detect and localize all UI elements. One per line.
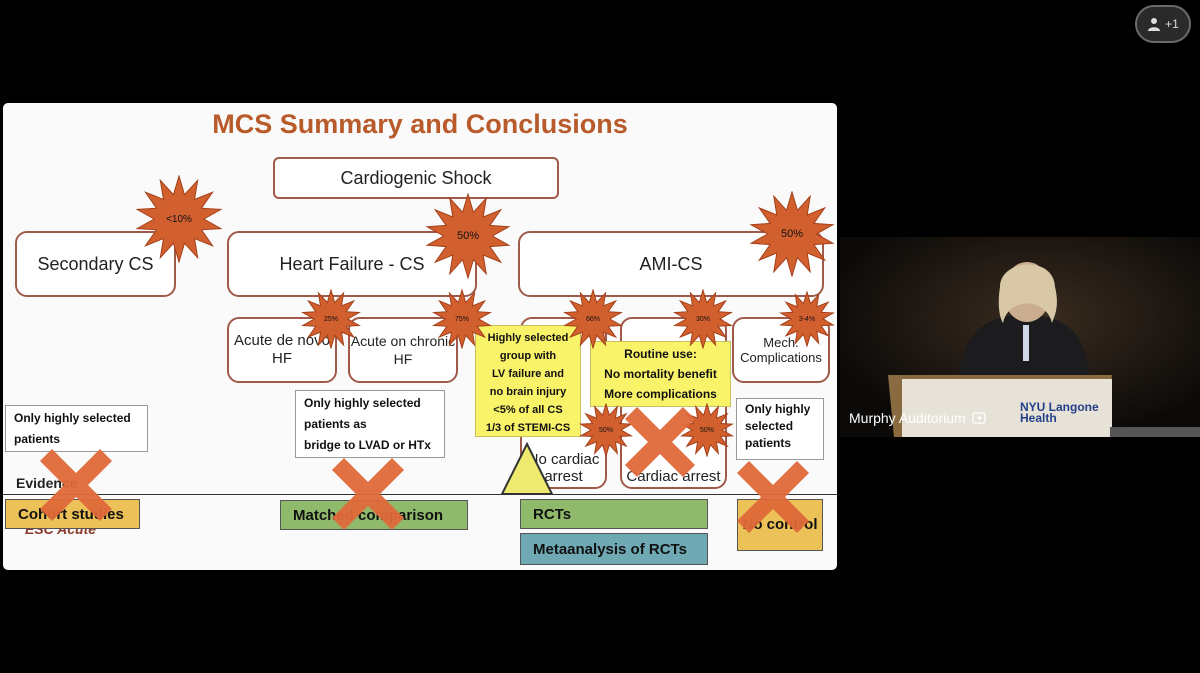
badge-text: 50% — [598, 426, 613, 434]
ami-sub-label: Mech. Complications — [740, 335, 822, 365]
evidence-rcts: RCTs — [520, 499, 708, 529]
warning-triangle-icon — [500, 441, 554, 495]
note-line: Only highly selected — [304, 396, 421, 410]
note-ami-selected: Highly selected group with LV failure an… — [475, 325, 581, 437]
category-heart-failure: Heart Failure - CS — [227, 231, 477, 297]
root-label: Cardiogenic Shock — [340, 167, 492, 188]
note-secondary: Only highly selected patients — [5, 405, 148, 452]
video-label: Murphy Auditorium — [849, 410, 986, 426]
ami-sub-label: No cardiac arrest — [527, 451, 600, 485]
note-line: patients — [14, 432, 61, 446]
participants-button[interactable]: +1 — [1135, 5, 1191, 43]
badge-text: 3-4% — [798, 315, 816, 323]
starburst-badge: 75% — [432, 289, 492, 349]
note-line: Highly selected — [487, 332, 569, 344]
hf-sub-acute-on-chronic: Acute on chronic HF — [348, 317, 458, 383]
badge-text: 30% — [695, 315, 710, 323]
starburst-icon — [749, 191, 835, 277]
note-line: no brain injury — [489, 386, 567, 398]
note-line: Only highly — [745, 402, 811, 416]
starburst-badge: 50% — [680, 403, 734, 457]
note-line: Routine use: — [624, 347, 697, 361]
note-line: 1/3 of STEMI-CS — [485, 422, 571, 434]
note-routine-use: Routine use: No mortality benefit More c… — [590, 341, 731, 407]
note-line: patients — [745, 436, 792, 450]
hf-sub-label: Acute on chronic HF — [350, 333, 456, 367]
starburst-icon — [135, 175, 223, 263]
evidence-no-control: No control — [737, 499, 823, 551]
badge-text: 75% — [454, 315, 469, 323]
note-hf: Only highly selected patients as bridge … — [295, 390, 445, 458]
person-icon — [1148, 18, 1161, 31]
category-label: Secondary CS — [37, 253, 154, 274]
slide-title: MCS Summary and Conclusions — [212, 109, 628, 139]
starburst-icon — [425, 193, 511, 279]
note-mech: Only highly selected patients — [736, 398, 824, 460]
baseline-rule — [3, 494, 837, 495]
evidence-bar-label: Cohort studies — [18, 505, 124, 523]
note-line: No mortality benefit — [604, 367, 717, 381]
room-label: Murphy Auditorium — [849, 410, 966, 426]
evidence-cohort: Cohort studies — [5, 499, 140, 529]
note-line: <5% of all CS — [493, 404, 563, 416]
evidence-matched: Matched comparison — [280, 500, 468, 530]
badge-text: 50% — [780, 228, 804, 240]
category-label: Heart Failure - CS — [279, 253, 425, 274]
evidence-bar-label: Matched comparison — [293, 506, 444, 524]
starburst-icon — [432, 289, 492, 349]
evidence-label: Evidence — [16, 475, 78, 491]
badge-text: 50% — [699, 426, 714, 434]
presentation-slide: MCS Summary and Conclusions Cardiogenic … — [3, 103, 837, 570]
note-line: Only highly selected — [14, 411, 131, 425]
starburst-badge: 30% — [673, 289, 733, 349]
starburst-badge: 3-4% — [779, 291, 835, 347]
starburst-badge: 50% — [425, 193, 511, 279]
ami-sub-label: Cardiac arrest — [626, 468, 721, 485]
starburst-badge: 66% — [563, 289, 623, 349]
note-line: patients as — [304, 417, 367, 431]
badge-text: 50% — [456, 230, 480, 242]
starburst-icon — [563, 289, 623, 349]
evidence-bar-label: Metaanalysis of RCTs — [533, 540, 687, 558]
badge-text: 66% — [585, 315, 600, 323]
note-line: More complications — [604, 387, 717, 401]
starburst-icon — [579, 403, 633, 457]
note-line: LV failure and — [492, 368, 564, 380]
participants-count: +1 — [1165, 17, 1179, 31]
badge-text: 25% — [323, 315, 338, 323]
category-ami: AMI-CS — [518, 231, 824, 297]
hf-sub-label: Acute de novo HF — [234, 332, 330, 367]
speaker-video[interactable]: NYU Langone Health — [840, 237, 1200, 437]
starburst-icon — [779, 291, 835, 347]
badge-text: <10% — [166, 213, 192, 225]
category-label: AMI-CS — [639, 253, 703, 274]
evidence-bar-label: No control — [742, 516, 818, 533]
root-box: Cardiogenic Shock — [273, 157, 559, 199]
starburst-icon — [673, 289, 733, 349]
evidence-metaanalysis: Metaanalysis of RCTs — [520, 533, 708, 565]
starburst-badge: 25% — [301, 289, 361, 349]
podium-logo: NYU Langone Health — [1020, 400, 1099, 425]
starburst-badge: 50% — [579, 403, 633, 457]
note-line: selected — [745, 419, 794, 433]
starburst-badge: <10% — [135, 175, 223, 263]
evidence-bar-label: RCTs — [533, 505, 572, 523]
note-line: bridge to LVAD or HTx — [304, 438, 431, 452]
share-screen-icon — [972, 412, 986, 424]
starburst-badge: 50% — [749, 191, 835, 277]
speaker-scene — [840, 237, 1200, 437]
starburst-icon — [301, 289, 361, 349]
note-line: group with — [499, 350, 557, 362]
